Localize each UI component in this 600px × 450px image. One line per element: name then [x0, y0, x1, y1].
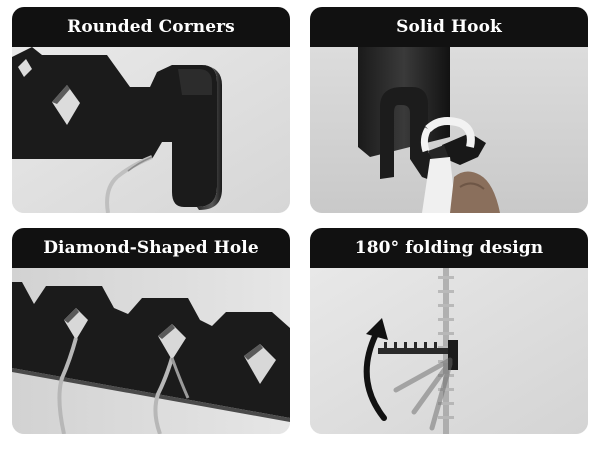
- curved-arrow-icon: [363, 318, 388, 421]
- panel-title-folding-design: 180° folding design: [310, 228, 588, 268]
- feature-panel-folding-design: 180° folding design: [310, 228, 588, 434]
- panel-title-diamond-hole: Diamond-Shaped Hole: [12, 228, 290, 268]
- panel-title-rounded-corners: Rounded Corners: [12, 7, 290, 47]
- folding-rotation-image: [310, 268, 588, 434]
- diamond-hole-rack-image: [12, 268, 290, 434]
- feature-panel-solid-hook: Solid Hook: [310, 7, 588, 213]
- solid-hook-closeup-image: [310, 47, 588, 213]
- rounded-corners-closeup-image: [12, 47, 290, 213]
- feature-panel-rounded-corners: Rounded Corners: [12, 7, 290, 213]
- panel-title-solid-hook: Solid Hook: [310, 7, 588, 47]
- feature-panel-diamond-hole: Diamond-Shaped Hole: [12, 228, 290, 434]
